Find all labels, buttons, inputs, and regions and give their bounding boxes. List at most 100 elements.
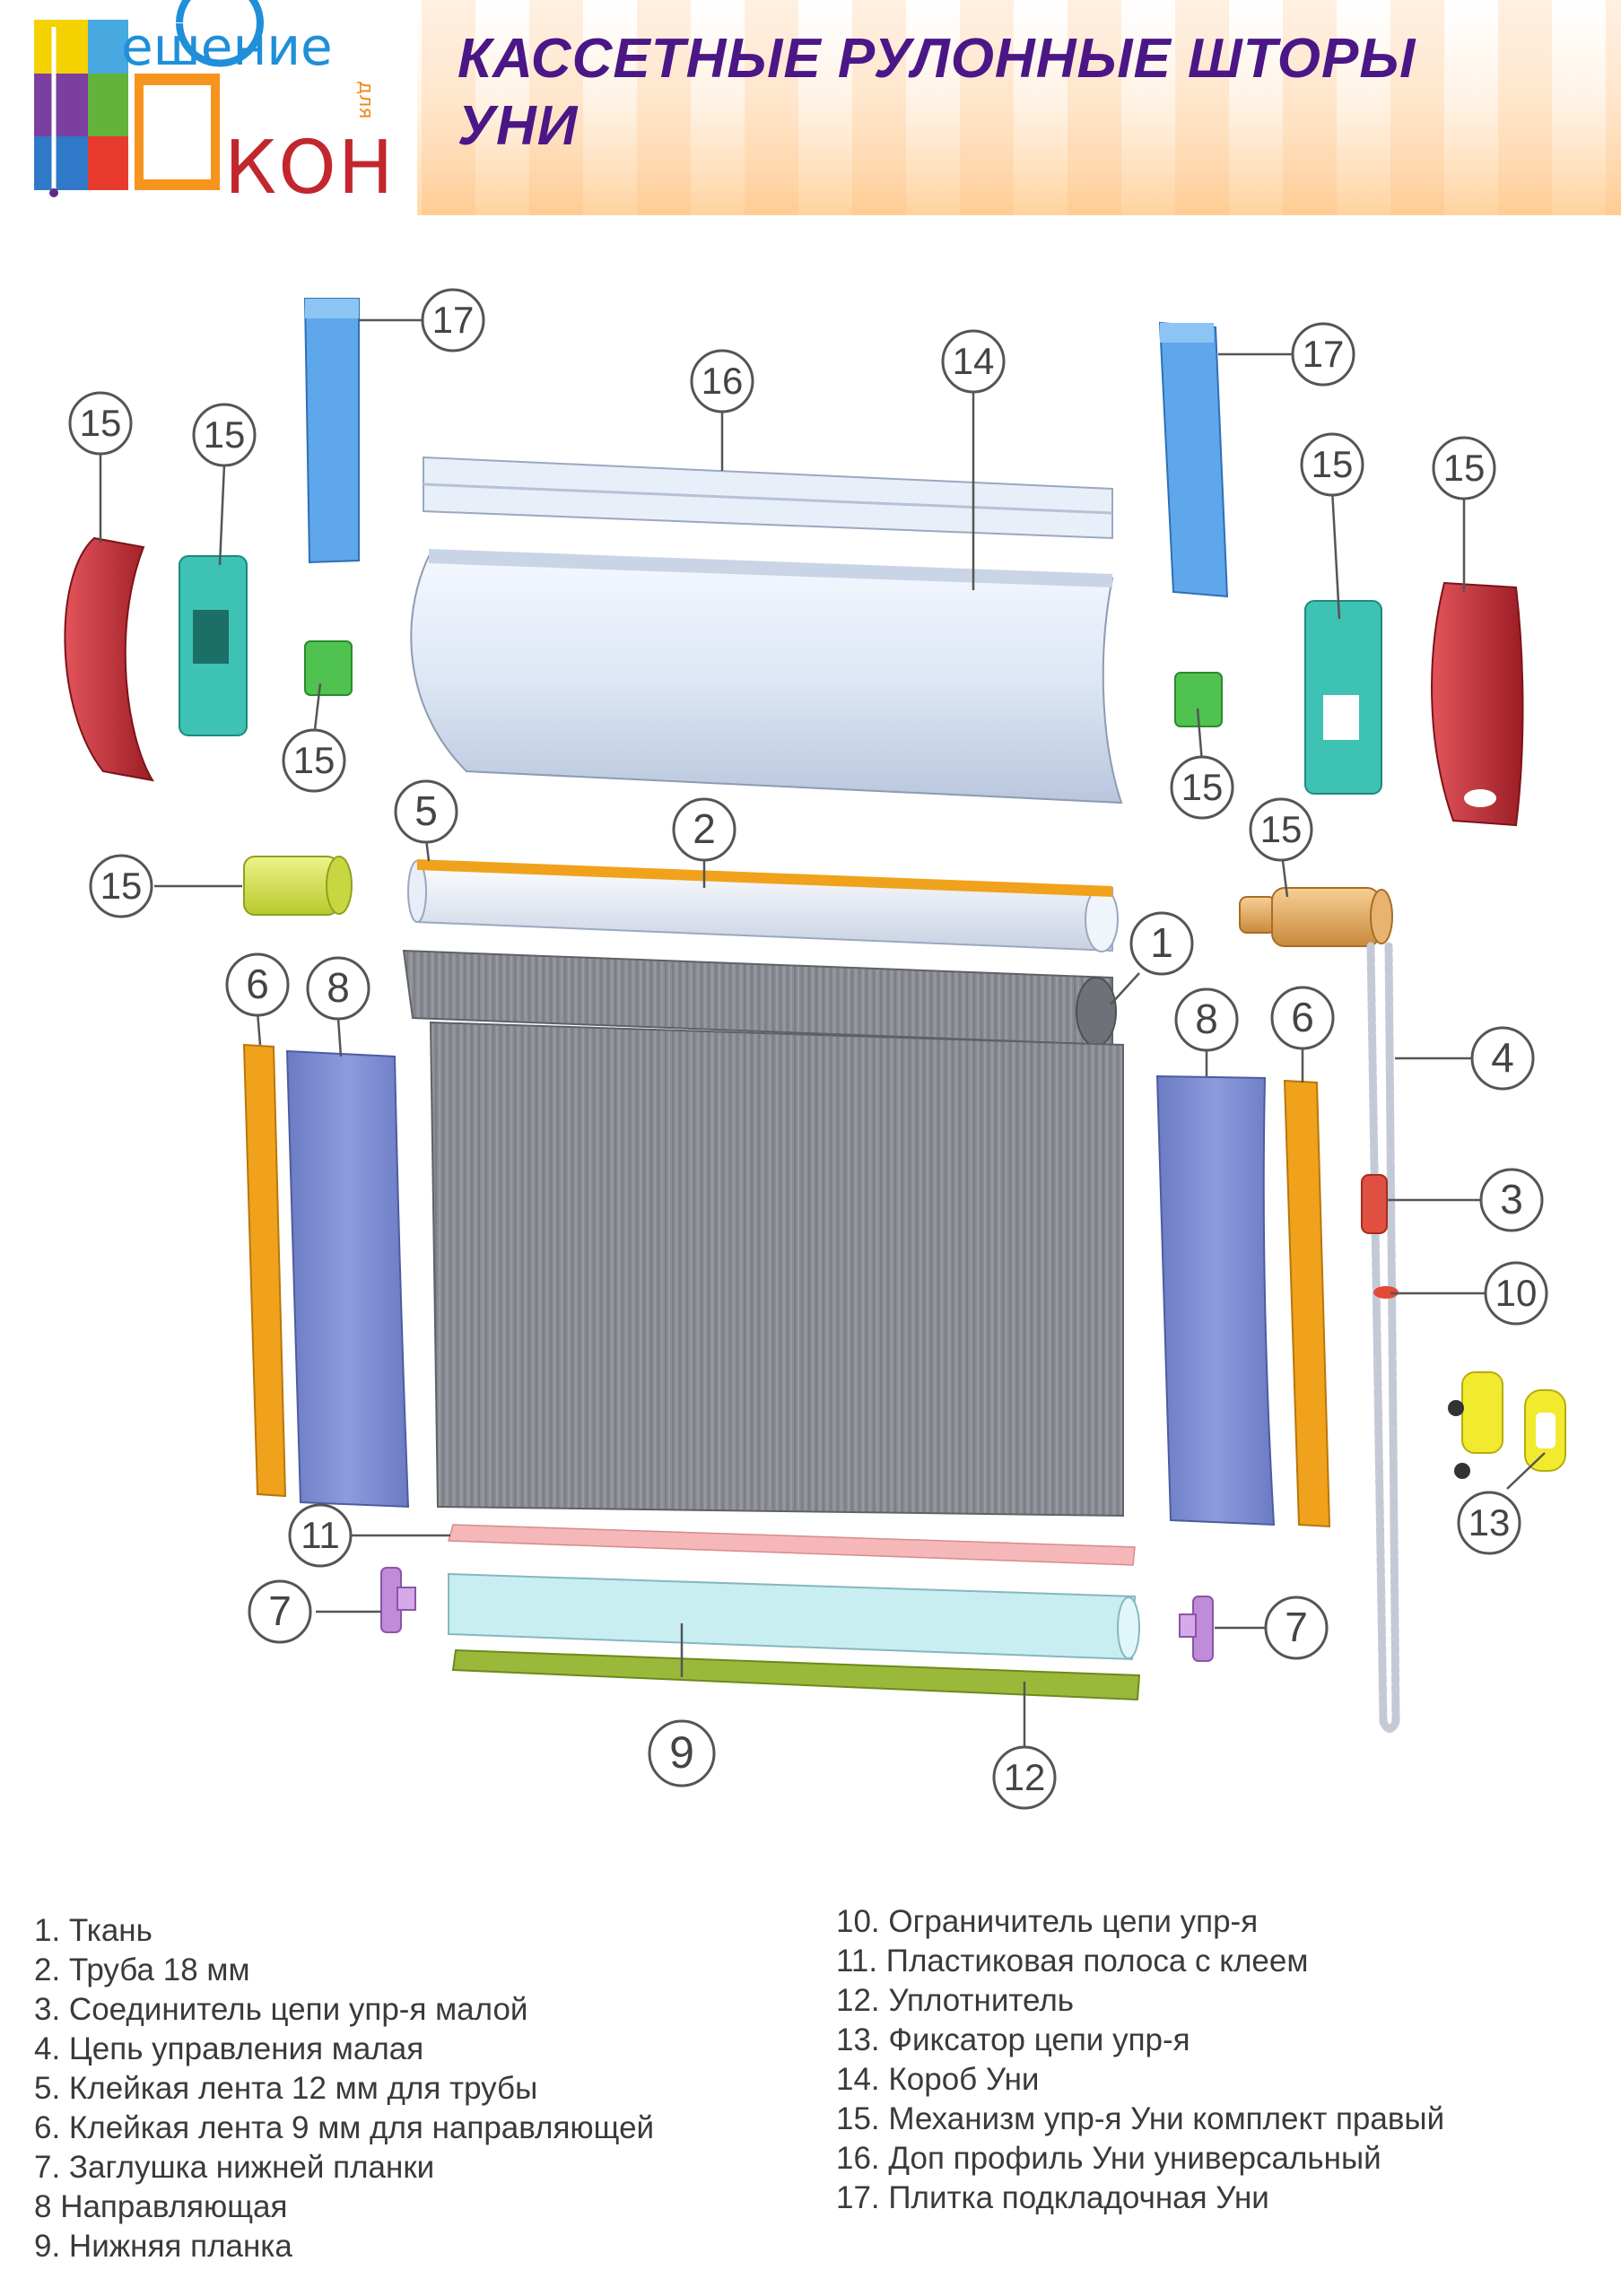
tube-plug-15	[243, 856, 353, 916]
svg-text:15: 15	[1181, 766, 1224, 808]
callout-8-left: 8	[306, 956, 370, 1021]
page-title-line-2: УНИ	[458, 95, 579, 157]
svg-text:3: 3	[1500, 1176, 1523, 1222]
page-title-line-1: КАССЕТНЫЕ РУЛОННЫЕ ШТОРЫ	[458, 28, 1416, 90]
callout-15-adapter-right: 15	[1170, 755, 1234, 820]
svg-text:6: 6	[1291, 994, 1314, 1040]
mechanism-left-15	[179, 555, 248, 736]
callout-15-chain-end: 15	[1249, 797, 1313, 862]
callout-15-mech-right: 15	[1300, 432, 1364, 497]
adhesive-strip-11	[448, 1524, 1136, 1566]
bracket-right-17	[1158, 321, 1229, 598]
callout-14: 14	[941, 329, 1006, 394]
legend-item: 9. Нижняя планка	[34, 2229, 292, 2264]
svg-text:15: 15	[1312, 443, 1354, 485]
legend-item: 6. Клейкая лента 9 мм для направляющей	[34, 2110, 655, 2145]
legend-item: 12. Уплотнитель	[836, 1983, 1075, 2018]
svg-text:17: 17	[432, 299, 475, 341]
logo-top-text: ешение	[121, 16, 333, 77]
end-plug-left-7	[380, 1567, 416, 1633]
legend-item: 17. Плитка подкладочная Уни	[836, 2180, 1269, 2215]
bottom-bar-9	[448, 1572, 1140, 1661]
callout-7-right: 7	[1264, 1596, 1329, 1660]
legend-item: 11. Пластиковая полоса с клеем	[836, 1944, 1309, 1979]
callout-16: 16	[690, 349, 754, 413]
svg-text:15: 15	[1443, 447, 1486, 489]
callout-3: 3	[1479, 1168, 1544, 1232]
guide-rail-left-8	[285, 1049, 410, 1509]
callout-17-right: 17	[1291, 322, 1355, 387]
callout-10: 10	[1484, 1261, 1548, 1326]
logo-small-text: для	[354, 81, 377, 119]
svg-text:12: 12	[1004, 1756, 1046, 1798]
legend-item: 2. Труба 18 мм	[34, 1952, 250, 1987]
callout-13: 13	[1457, 1491, 1521, 1555]
svg-text:10: 10	[1495, 1272, 1538, 1314]
end-plug-right-7	[1179, 1596, 1214, 1662]
guide-tape-right-6	[1283, 1079, 1331, 1528]
bracket-left-17	[303, 298, 360, 564]
guide-rail-right-8	[1155, 1074, 1276, 1526]
end-cap-right-15	[1431, 581, 1524, 827]
svg-text:13: 13	[1468, 1501, 1511, 1544]
legend-item: 4. Цепь управления малая	[34, 2031, 424, 2066]
chain-fixator-13	[1448, 1371, 1566, 1479]
header: ешение КОН для КАССЕТНЫЕ РУЛОННЫЕ ШТОРЫ …	[0, 0, 1621, 215]
callout-15-mech-left: 15	[192, 403, 257, 467]
svg-text:15: 15	[204, 413, 246, 456]
callout-1: 1	[1129, 911, 1194, 976]
legend-item: 15. Механизм упр-я Уни комплект правый	[836, 2101, 1445, 2136]
callout-17-left: 17	[421, 288, 485, 352]
svg-text:2: 2	[693, 805, 716, 852]
callout-5: 5	[394, 779, 458, 844]
leader-lines	[99, 318, 1546, 1749]
callout-15-cap-right: 15	[1432, 436, 1496, 500]
callout-6-left: 6	[225, 952, 290, 1017]
logo-bottom-text: КОН	[224, 126, 396, 211]
svg-text:17: 17	[1303, 333, 1345, 375]
legend-item: 13. Фиксатор цепи упр-я	[836, 2022, 1190, 2057]
legend-item: 14. Короб Уни	[836, 2062, 1040, 2097]
svg-text:7: 7	[1285, 1604, 1308, 1650]
svg-text:9: 9	[669, 1727, 694, 1778]
svg-text:15: 15	[80, 402, 122, 444]
legend-item: 16. Доп профиль Уни универсальный	[836, 2141, 1381, 2176]
svg-text:15: 15	[293, 739, 336, 781]
mechanism-right-15	[1304, 600, 1382, 795]
callout-12: 12	[992, 1745, 1057, 1810]
logo: ешение КОН для	[0, 0, 417, 215]
header-background-pattern	[422, 0, 1621, 215]
callout-15-adapter-left: 15	[282, 728, 346, 793]
svg-text:6: 6	[246, 961, 269, 1007]
callout-6-right: 6	[1270, 986, 1335, 1050]
svg-text:16: 16	[702, 360, 744, 402]
callout-4: 4	[1470, 1026, 1535, 1091]
svg-text:1: 1	[1150, 919, 1173, 966]
legend-item: 3. Соединитель цепи упр-я малой	[34, 1992, 528, 2027]
chain-stopper-10	[1373, 1286, 1399, 1299]
callout-11: 11	[288, 1503, 353, 1568]
logo-mark-icon	[34, 0, 264, 197]
svg-text:4: 4	[1491, 1034, 1514, 1081]
callout-15-plug: 15	[89, 854, 153, 918]
control-chain-4	[1366, 942, 1400, 1733]
guide-tape-left-6	[242, 1043, 287, 1498]
fabric-1	[402, 949, 1124, 1518]
chain-end-15	[1239, 887, 1393, 947]
cassette-box-14	[410, 549, 1123, 804]
legend-item: 10. Ограничитель цепи упр-я	[836, 1904, 1259, 1939]
legend-item: 8 Направляющая	[34, 2189, 288, 2224]
callout-9: 9	[648, 1719, 716, 1787]
callout-7-left: 7	[248, 1579, 312, 1644]
extra-profile-16	[423, 456, 1113, 540]
tube-tape-5	[417, 859, 1112, 897]
svg-text:7: 7	[268, 1587, 292, 1634]
seal-12	[451, 1648, 1141, 1701]
legend-item: 5. Клейкая лента 12 мм для трубы	[34, 2071, 538, 2106]
svg-text:11: 11	[301, 1514, 340, 1556]
legend-item: 1. Ткань	[34, 1913, 153, 1948]
callout-2: 2	[672, 797, 736, 862]
end-cap-left-15	[64, 536, 154, 782]
svg-text:8: 8	[1195, 996, 1218, 1042]
svg-text:14: 14	[953, 340, 995, 382]
